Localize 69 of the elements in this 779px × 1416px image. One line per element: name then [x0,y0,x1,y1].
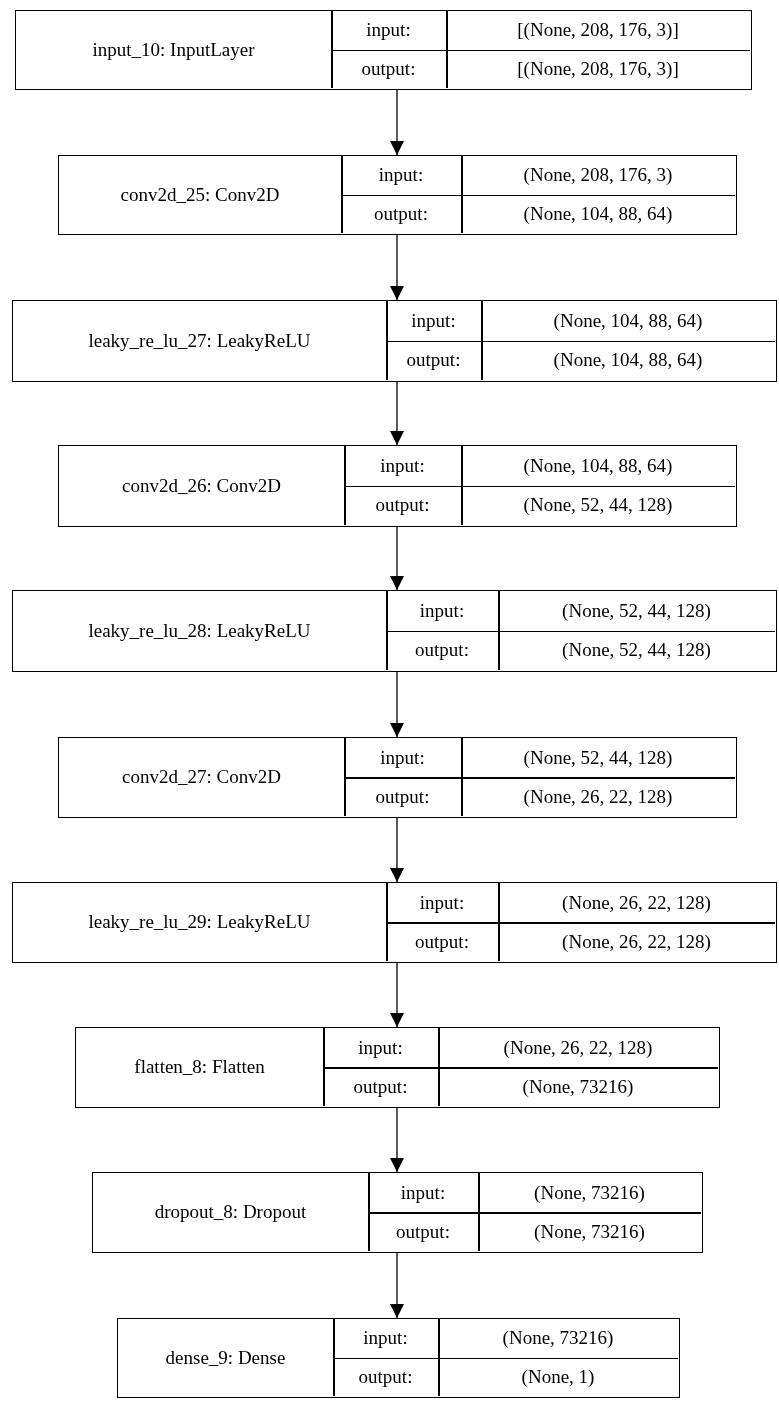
port-label: input: [378,164,424,187]
port-label: output: [415,639,469,662]
port-label: input: [380,454,425,477]
layer-box [92,1172,703,1253]
shape-value: (None, 104, 88, 64) [553,309,703,332]
layer-box [58,445,737,527]
shape-value: (None, 104, 88, 64) [523,454,673,477]
layer-name: leaky_re_lu_29: LeakyReLU [88,911,311,933]
arrow [390,671,404,738]
layer-box [75,1027,720,1108]
shape-value: (None, 26, 22, 128) [562,891,711,914]
arrow [390,234,404,301]
port-label: output: [375,494,430,517]
shape-value: (None, 73216) [502,1327,614,1350]
arrow [390,89,404,156]
port-label: output: [415,930,469,953]
shape-value: (None, 73216) [534,1181,645,1204]
port-label: input: [358,1036,403,1059]
layer-name: flatten_8: Flatten [134,1056,265,1078]
shape-value: (None, 26, 22, 128) [562,930,711,953]
layer-box [58,737,737,818]
layer-box [117,1318,680,1398]
shape-value: (None, 1) [521,1365,595,1388]
port-label: output: [358,1365,413,1388]
layer-name: conv2d_27: Conv2D [122,766,281,788]
layer-name: leaky_re_lu_28: LeakyReLU [88,619,311,642]
shape-value: [(None, 208, 176, 3)] [517,57,679,80]
shape-value: (None, 52, 44, 128) [523,494,673,517]
layer-name: conv2d_25: Conv2D [120,183,280,206]
port-label: input: [419,891,465,914]
arrow [390,381,404,446]
shape-value: (None, 26, 22, 128) [523,785,673,808]
port-label: output: [374,202,428,225]
layer-name: conv2d_26: Conv2D [122,474,281,497]
layer-box [12,882,777,963]
arrow [390,1107,404,1173]
shape-value: (None, 104, 88, 64) [523,202,673,225]
shape-value: (None, 52, 44, 128) [523,746,673,769]
layer-name: input_10: InputLayer [92,38,255,61]
port-label: input: [380,746,425,769]
arrow [390,526,404,591]
layer-name: dense_9: Dense [165,1346,286,1369]
shape-value: (None, 208, 176, 3) [523,164,673,187]
layer-box [58,155,737,235]
shape-value: (None, 73216) [534,1220,645,1243]
layer-name: dropout_8: Dropout [154,1201,307,1223]
port-label: input: [366,19,411,42]
layer-box [12,300,777,382]
layer-box [12,590,777,672]
port-label: input: [411,309,456,332]
shape-value: (None, 52, 44, 128) [562,639,711,662]
shape-value: [(None, 208, 176, 3)] [517,19,679,42]
arrow [390,817,404,883]
layer-box [15,10,752,90]
shape-value: (None, 73216) [522,1075,634,1098]
port-label: output: [375,785,430,808]
port-label: output: [361,57,416,80]
port-label: input: [363,1327,408,1350]
shape-value: (None, 52, 44, 128) [562,599,711,622]
port-label: output: [396,1220,450,1243]
port-label: input: [400,1181,446,1204]
arrow [390,962,404,1028]
layer-name: leaky_re_lu_27: LeakyReLU [88,329,311,352]
shape-value: (None, 26, 22, 128) [503,1036,653,1059]
port-label: input: [419,599,465,622]
port-label: output: [353,1075,408,1098]
shape-value: (None, 104, 88, 64) [553,349,703,372]
port-label: output: [406,349,461,372]
arrow [390,1252,404,1319]
